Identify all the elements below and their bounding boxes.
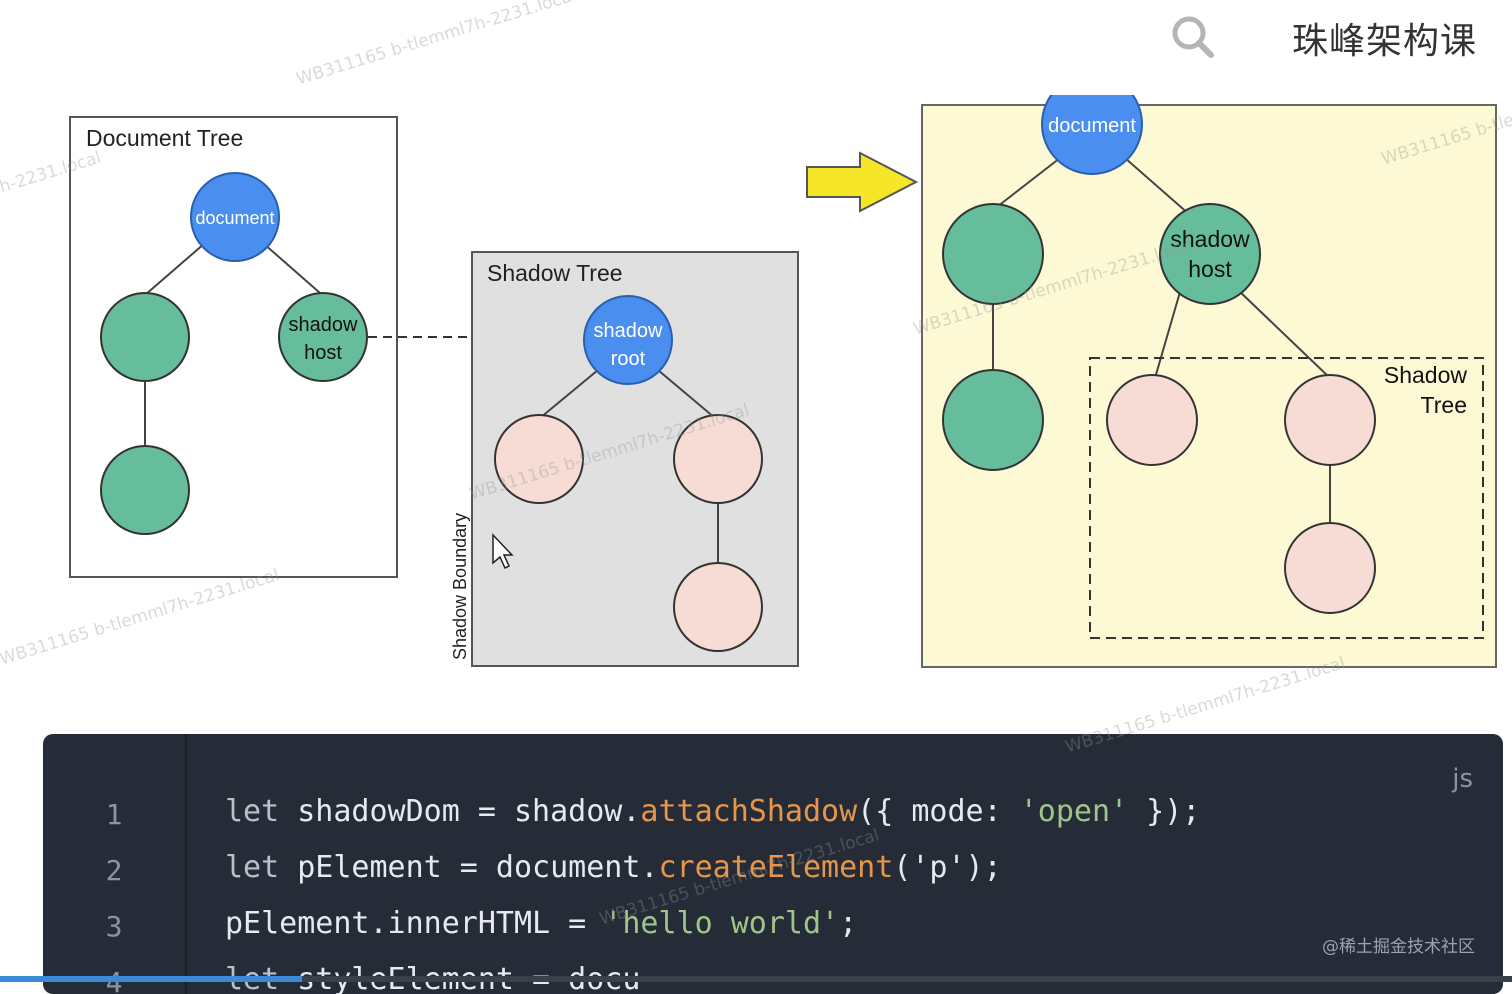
- light-node: [942, 369, 1044, 471]
- code-token: createElement: [658, 850, 894, 885]
- video-progress-fill: [0, 976, 303, 982]
- search-icon[interactable]: [1170, 14, 1216, 60]
- shadow-tree-title: Shadow Tree: [487, 260, 623, 286]
- code-line: pElement.innerHTML = 'hello world';: [225, 906, 857, 941]
- document-tree-title: Document Tree: [86, 125, 243, 151]
- shadow-root-node: [583, 295, 673, 385]
- shadow-host-label-2: host: [1188, 256, 1232, 282]
- code-token: shadowDom = shadow.: [297, 794, 641, 829]
- platform-watermark: @稀土掘金技术社区: [1322, 937, 1475, 957]
- shadow-host-label-1: shadow: [1170, 226, 1250, 252]
- shadow-node: [1284, 374, 1376, 466]
- code-token: let: [225, 794, 298, 829]
- code-token: pElement.innerHTML =: [225, 906, 605, 941]
- light-node: [100, 292, 190, 382]
- shadow-node: [494, 414, 584, 504]
- shadow-node: [1284, 522, 1376, 614]
- code-token: 'open': [1019, 794, 1129, 829]
- line-number-gutter: 1234: [43, 734, 187, 994]
- language-badge: js: [1452, 764, 1473, 794]
- shadow-host-label-1: shadow: [289, 314, 358, 336]
- shadow-host-node: [1159, 203, 1261, 305]
- code-line: let pElement = document.createElement('p…: [225, 850, 1002, 885]
- code-token: attachShadow: [640, 794, 858, 829]
- shadow-root-label-2: root: [611, 348, 646, 370]
- document-node-label: document: [1048, 115, 1136, 137]
- code-token: ('p');: [893, 850, 1002, 885]
- code-token: let: [225, 850, 298, 885]
- code-token: ;: [839, 906, 858, 941]
- document-node-label: document: [195, 208, 274, 228]
- video-progress-bar[interactable]: [0, 976, 1512, 982]
- code-token: });: [1128, 794, 1201, 829]
- line-number: 3: [105, 910, 123, 943]
- shadow-dom-diagram: Document Tree document shadow host Shado…: [69, 95, 1497, 668]
- shadow-tree-region-label-1: Shadow: [1384, 362, 1468, 388]
- shadow-boundary-label: Shadow Boundary: [450, 513, 470, 660]
- document-node: [190, 172, 280, 262]
- line-number: 2: [105, 854, 123, 887]
- shadow-root-label-1: shadow: [594, 320, 663, 342]
- document-node: [1041, 95, 1143, 175]
- code-block: 1234 js let shadowDom = shadow.attachSha…: [43, 734, 1503, 994]
- shadow-host-label-2: host: [304, 342, 342, 364]
- code-token: ({ mode:: [857, 794, 1020, 829]
- shadow-host-node: [278, 292, 368, 382]
- code-token: pElement = document.: [297, 850, 659, 885]
- code-token: 'hello world': [604, 906, 840, 941]
- watermark: WB311165 b-tlemml7h-2231.local: [294, 0, 579, 90]
- brand-title[interactable]: 珠峰架构课: [1292, 21, 1478, 62]
- code-line: let shadowDom = shadow.attachShadow({ mo…: [225, 794, 1200, 829]
- shadow-tree-region-label-2: Tree: [1421, 392, 1467, 418]
- cursor-icon: [492, 533, 514, 570]
- shadow-node: [1106, 374, 1198, 466]
- shadow-node: [673, 562, 763, 652]
- shadow-tree-region: [1089, 357, 1484, 639]
- arrow-icon: [806, 151, 919, 213]
- light-node: [100, 445, 190, 535]
- line-number: 1: [105, 798, 123, 831]
- shadow-node: [673, 414, 763, 504]
- light-node: [942, 203, 1044, 305]
